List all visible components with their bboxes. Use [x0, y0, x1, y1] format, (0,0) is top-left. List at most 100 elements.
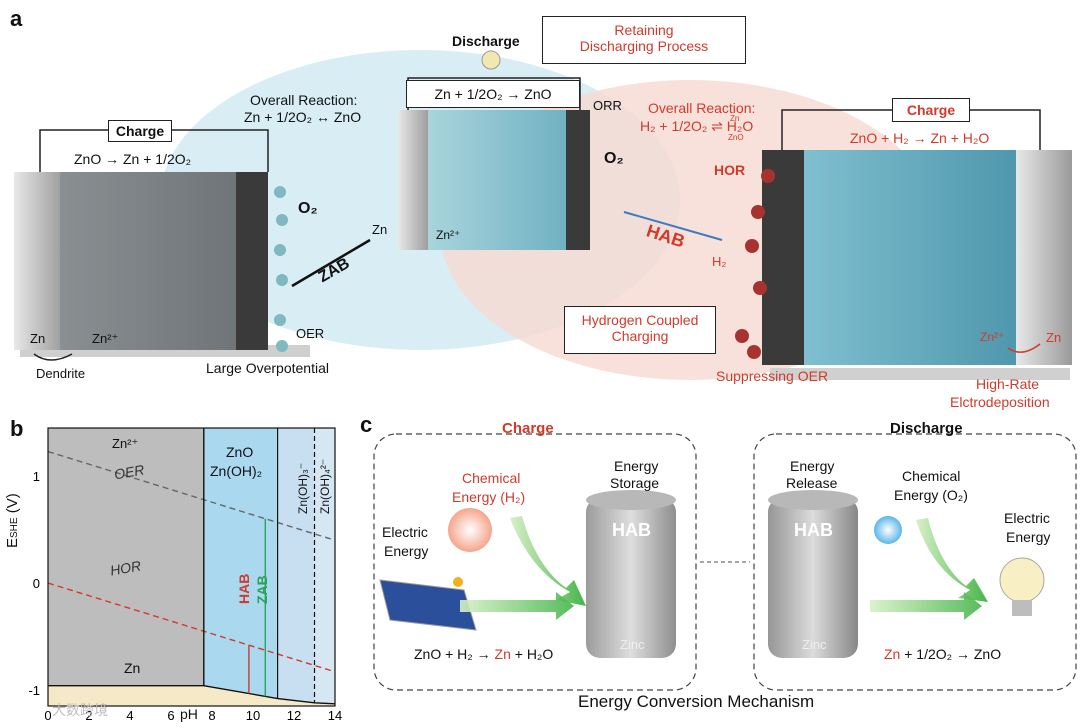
panel-c-graphics — [373, 433, 1077, 691]
zab-arrow — [291, 238, 371, 288]
left-charge-reaction: ZnO → Zn + 1/2O₂ — [74, 151, 192, 167]
right-cell-body — [804, 150, 1018, 365]
h2-label: H₂ — [712, 254, 727, 269]
discharge-battery-hab: HAB — [794, 520, 833, 540]
middle-cell-body — [428, 110, 568, 250]
sun-icon — [453, 577, 463, 587]
x-tick-label: 4 — [126, 708, 133, 723]
hab-arrow — [623, 211, 723, 241]
x-tick-label: 14 — [328, 708, 342, 723]
region-label-znoh4: Zn(OH)₄²⁻ — [318, 458, 332, 514]
retaining-line2: Discharging Process — [579, 38, 709, 54]
charge-eq-b: + H₂O — [510, 646, 554, 662]
middle-zn2-label: Zn²⁺ — [436, 228, 461, 242]
discharge-battery-top — [768, 490, 858, 510]
discharge-equation: Zn + 1/2O₂ → ZnO — [884, 646, 1001, 662]
y-tick-label: -1 — [28, 683, 40, 698]
chemical-h2-line1: Chemical — [462, 470, 521, 486]
electric-line2: Energy — [384, 543, 429, 559]
region-zn2 — [48, 428, 204, 686]
region-zno — [203, 428, 278, 699]
region-label-zn: Zn — [124, 660, 141, 676]
charge-eq-zn: Zn — [494, 646, 511, 662]
x-ticks: 0 2 4 6 8 10 12 14 — [44, 708, 342, 723]
middle-zn-label: Zn — [372, 222, 388, 237]
charge-equation: ZnO + H₂ → Zn + H₂O — [414, 646, 553, 662]
x-tick-label: 6 — [167, 708, 174, 723]
left-zn-label: Zn — [30, 331, 46, 346]
region-zn — [48, 685, 335, 706]
release-line2: Release — [786, 475, 838, 491]
x-tick-label: 10 — [246, 708, 260, 723]
left-charge-label: Charge — [115, 123, 165, 139]
charge-battery-top — [586, 490, 676, 510]
region-label-zn2: Zn²⁺ — [112, 436, 139, 451]
hor-line — [47, 582, 336, 673]
green-arrow-electric — [460, 592, 574, 620]
right-cell-shadow — [770, 368, 1070, 380]
x-tick-label: 2 — [85, 708, 92, 723]
region-znoh3 — [277, 428, 315, 703]
x-tick-label: 12 — [287, 708, 301, 723]
retaining-line1: Retaining — [614, 22, 674, 38]
x-tick-label: 8 — [208, 708, 215, 723]
middle-zn-electrode — [398, 110, 430, 250]
green-arrow-chemical — [510, 516, 586, 606]
left-zn-electrode — [14, 172, 64, 350]
charge-battery-zinc: Zinc — [620, 637, 645, 652]
plot-frame — [47, 427, 336, 707]
hor-label-a: HOR — [714, 162, 746, 178]
overall-reaction-left-line1: Overall Reaction: — [250, 92, 358, 108]
charge-battery — [586, 498, 676, 658]
region-label-znoh2: Zn(OH)₂ — [210, 463, 263, 479]
charge-eq-a: ZnO + H₂ → — [414, 646, 495, 662]
dendrite-arrow — [33, 353, 73, 361]
x-tick-label: 0 — [44, 708, 51, 723]
region-label-znoh3: Zn(OH)₃⁻ — [296, 462, 310, 514]
h2-bubbles-right — [735, 169, 775, 359]
orr-label: ORR — [593, 98, 622, 113]
ylabel: ESHE (V) — [4, 493, 21, 548]
region-label-zno: ZnO — [226, 444, 254, 460]
y-tick-label: 1 — [33, 469, 40, 484]
hydrogen-coupled-line2: Charging — [611, 328, 669, 344]
mechanism-label: Energy Conversion Mechanism — [578, 692, 815, 711]
lightbulb-large-icon — [999, 557, 1045, 603]
overall-arrow-bottom: ZnO — [728, 133, 744, 142]
region-znoh4 — [314, 428, 335, 704]
discharge-title: Discharge — [890, 420, 963, 437]
charge-title: Charge — [502, 420, 554, 437]
high-rate-line1: High-Rate — [976, 376, 1040, 392]
hab-line-label: HAB — [236, 573, 252, 604]
o2-sphere — [874, 516, 902, 544]
hydrogen-coupled-line1: Hydrogen Coupled — [581, 312, 699, 328]
panel-c-label: c — [360, 412, 373, 437]
overall-reaction-right-line1: Overall Reaction: — [648, 100, 756, 116]
watermark: 大数跨境 — [52, 702, 108, 718]
right-charge-label: Charge — [906, 102, 956, 118]
large-overpotential-label: Large Overpotential — [206, 360, 329, 376]
lightbulb-base — [1012, 600, 1032, 616]
overall-reaction-right-line2: H₂ + 1/2O₂ ⇌ H₂O — [640, 118, 754, 134]
right-air-electrode — [762, 150, 806, 365]
discharge-battery — [768, 498, 858, 658]
panel-b-label: b — [10, 416, 24, 441]
storage-line1: Energy — [614, 458, 659, 474]
chemical-h2-line2: Energy (H₂) — [452, 489, 526, 505]
zab-line-label: ZAB — [254, 575, 270, 604]
y-tick-label: 0 — [33, 576, 40, 591]
ylabel-unit: (V) — [4, 493, 21, 518]
discharge-eq-b: + 1/2O₂ → ZnO — [900, 646, 1002, 662]
ylabel-sub: SHE — [9, 517, 20, 538]
overall-reaction-left-line2: Zn + 1/2O₂ ↔ ZnO — [244, 109, 362, 125]
storage-line2: Storage — [610, 475, 660, 491]
green-arrow-discharge — [916, 518, 988, 602]
chemical-o2-line2: Energy (O₂) — [894, 487, 968, 503]
left-air-electrode — [236, 172, 268, 350]
suppressing-oer-label: Suppressing OER — [716, 368, 829, 384]
dendrite-label: Dendrite — [36, 366, 86, 381]
retaining-box: Retaining Discharging Process — [542, 16, 746, 64]
left-charge-box: Charge — [108, 120, 172, 142]
panel-a-graphics — [14, 50, 1072, 380]
